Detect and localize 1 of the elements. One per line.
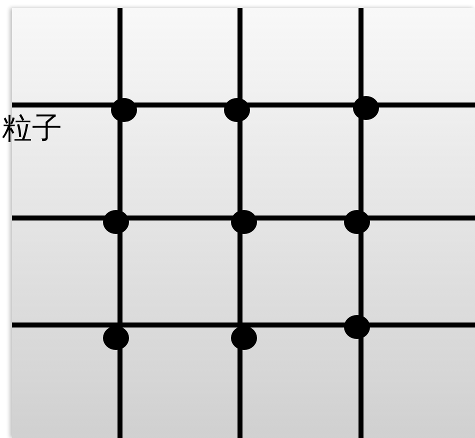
particle-label: 粒子	[2, 114, 62, 144]
